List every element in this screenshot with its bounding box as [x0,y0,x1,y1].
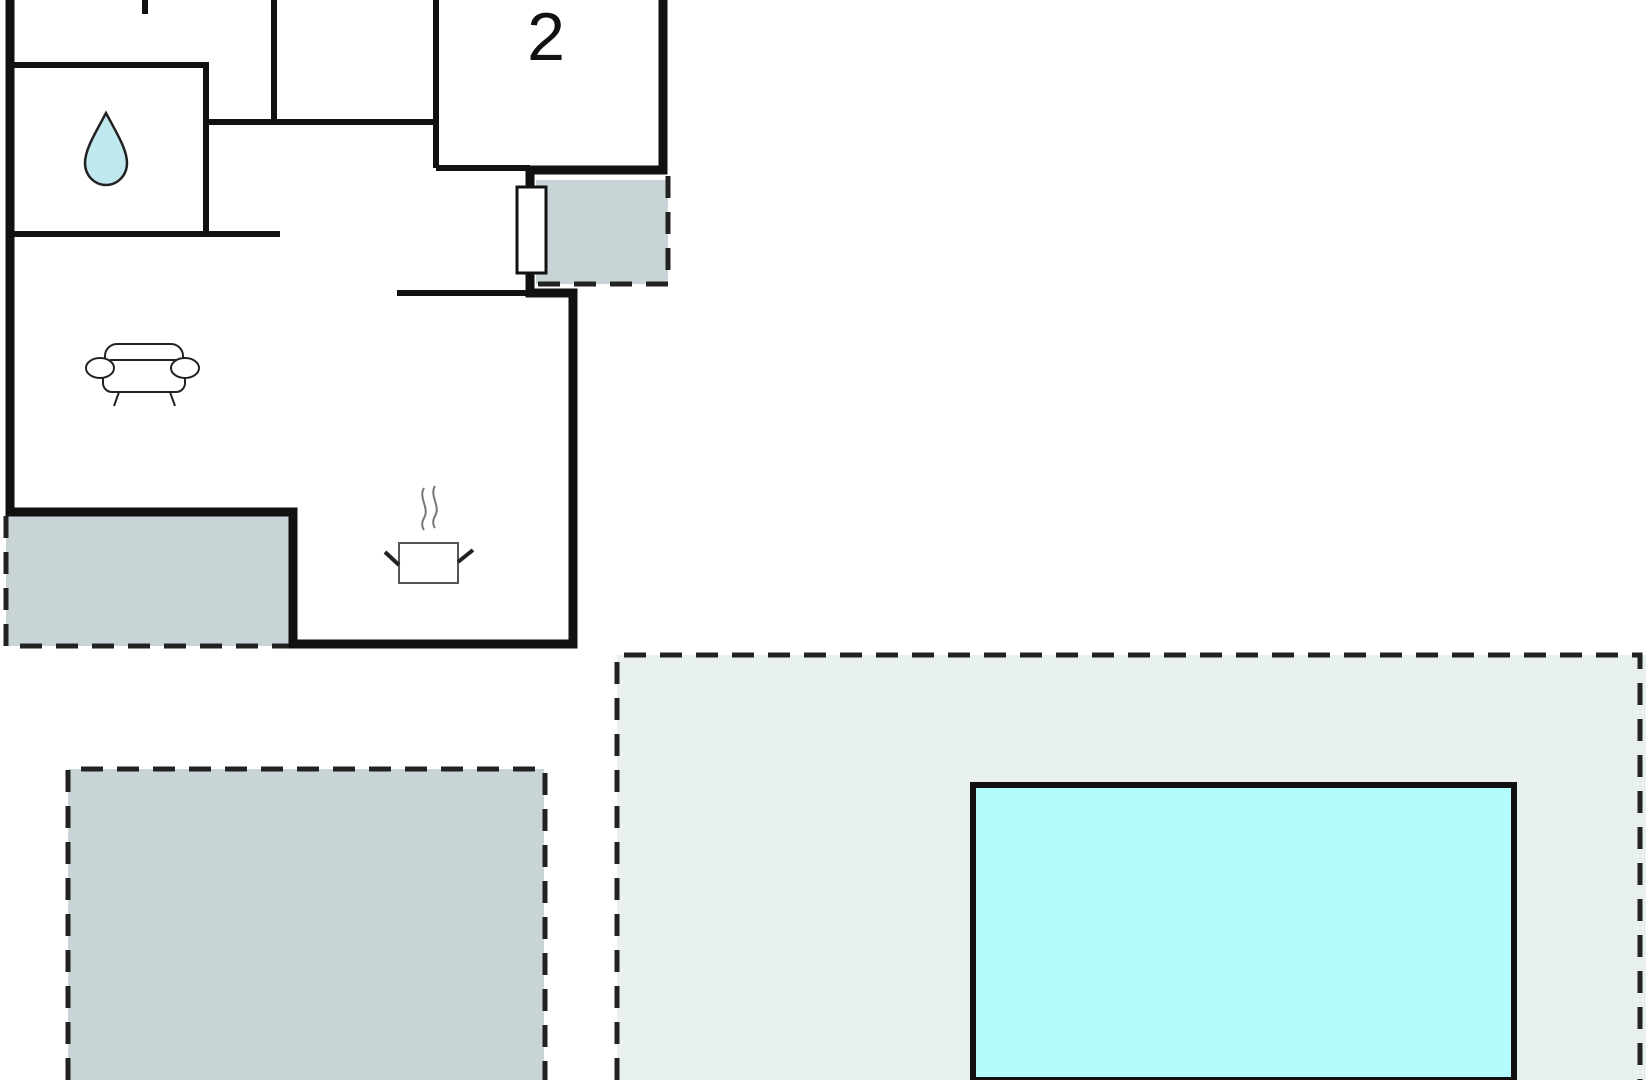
pot-handle-left [383,550,401,567]
door-leaf [515,185,548,275]
steam-line-2 [432,485,438,529]
entrance-door [515,185,548,275]
entrance-porch [536,176,671,287]
entrance-porch-outline [536,176,671,287]
water-drop-shape [83,110,129,187]
pot-body [398,542,459,584]
covered-terrace-left [3,516,290,649]
covered-parking-area [65,766,548,1080]
sofa-leg-right [169,391,176,407]
sofa-leg-left [113,391,120,407]
covered-terrace-left-outline [3,516,290,649]
bedroom-2-number: 2 [527,0,565,75]
covered-terrace-left-fill [6,516,290,646]
parking-outline [65,766,548,1080]
pool-water [970,782,1517,1080]
sofa-icon [85,343,200,407]
pot-handle-right [456,548,475,564]
exterior-wall-left [5,0,578,649]
cooking-pot-icon [383,485,475,584]
terrace-outline [614,652,1643,1080]
water-drop-icon [83,110,129,187]
sofa-arm-right [170,357,200,379]
swimming-pool [970,782,1517,1080]
interior-walls [10,0,530,296]
steam-line-1 [421,487,427,531]
sofa-arm-left [85,357,115,379]
entrance-porch-fill [536,180,668,284]
parking-fill [68,769,544,1080]
